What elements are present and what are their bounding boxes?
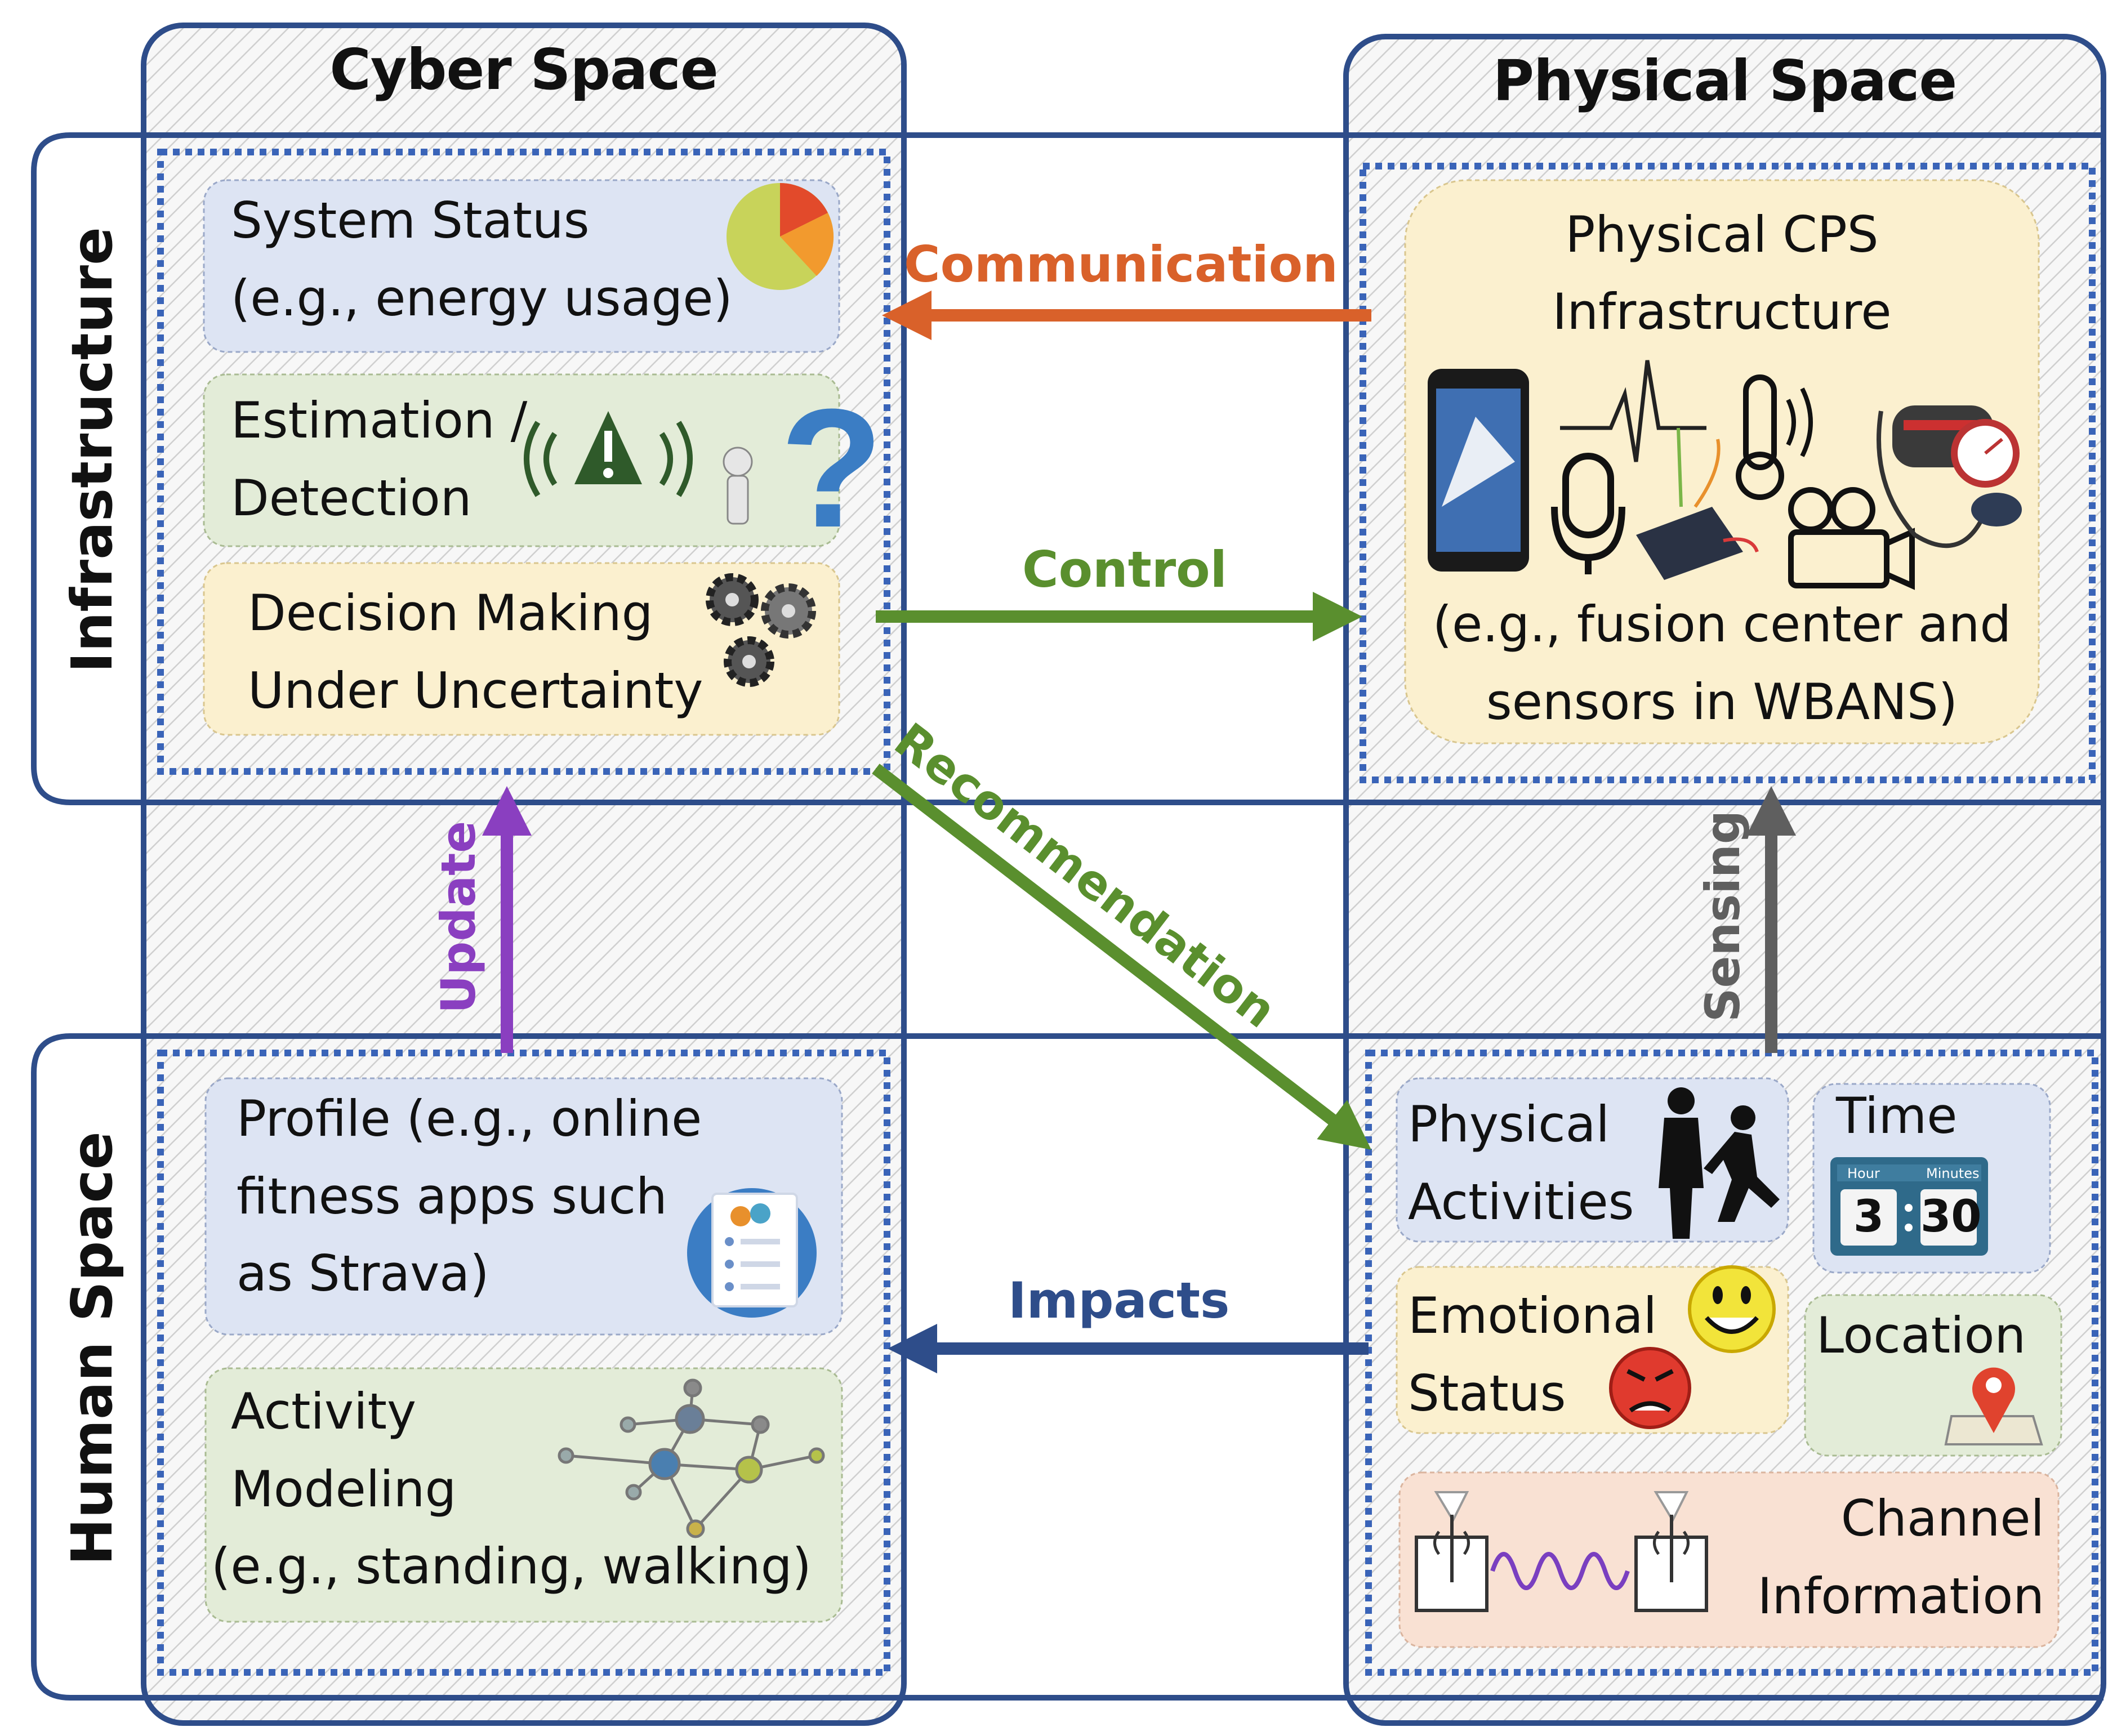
channel-information-box [1398,1471,2060,1648]
physical-cps-title-line1: Physical CPS [1565,206,1879,264]
profile-line2: fitness apps such [237,1167,667,1225]
map-pin-icon [1944,1367,2043,1445]
cyber-infra-group [157,149,890,775]
sensor-board-icon [1636,427,1759,580]
profile-line3: as Strava) [237,1244,489,1302]
standing-person-icon [1659,1087,1704,1239]
warning-signal-icon [524,411,693,497]
clock-hour-value: 3 [1853,1191,1884,1242]
blood-pressure-icon [1877,405,2022,548]
heartbeat-icon [1560,360,1706,462]
physical-space-title: Physical Space [1492,48,1958,114]
angry-face-icon [1609,1347,1691,1429]
update-label: Update [431,820,486,1014]
smartphone-icon [1428,369,1529,572]
antenna-icon [1415,1491,1488,1612]
human-space-label: Human Space [59,1131,125,1565]
cyber-space-title: Cyber Space [329,37,718,102]
infrastructure-label: Infrastructure [59,227,125,673]
video-camera-icon [1788,487,1915,590]
pie-chart-icon [727,183,834,290]
network-graph-icon [558,1378,825,1538]
gears-icon [706,573,816,687]
clock-minutes-value: 30 [1920,1191,1982,1242]
microphone-icon [1551,453,1625,574]
recommendation-arrow [872,764,1371,1150]
physical-human-group [1365,1050,2098,1676]
channel-line1: Channel [1840,1489,2044,1547]
system-status-box [203,179,840,353]
activity-line2: Modeling [231,1460,457,1518]
physical-infra-group [1360,163,2096,783]
emotional-status-line1: Emotional [1408,1287,1657,1345]
cyber-human-group [157,1050,890,1676]
emotional-status-line2: Status [1408,1364,1566,1422]
estimation-line2: Detection [231,469,472,527]
location-label: Location [1816,1306,2026,1364]
antenna-icon [1634,1491,1708,1612]
profile-line1: Profile (e.g., online [237,1090,702,1148]
physical-activities-line1: Physical [1408,1095,1610,1153]
physical-cps-title-line2: Infrastructure [1552,283,1892,341]
channel-line2: Information [1757,1567,2044,1625]
system-status-title: System Status [231,191,590,249]
profile-document-icon [687,1188,817,1318]
question-figure-icon: ? [723,373,883,563]
activity-line1: Activity [231,1382,417,1440]
physical-activities-line2: Activities [1408,1173,1634,1231]
communication-label: Communication [904,235,1338,293]
time-label: Time [1836,1087,1958,1145]
happy-face-icon [1688,1265,1776,1353]
sensing-label: Sensing [1695,810,1750,1022]
wave-icon [1490,1552,1630,1590]
clock-icon [1830,1157,1988,1256]
decision-line2: Under Uncertainty [248,662,703,720]
impacts-label: Impacts [1008,1271,1230,1329]
physical-cps-example-line2: sensors in WBANS) [1486,673,1958,731]
estimation-box [203,373,840,547]
profile-box [204,1077,843,1336]
svg-text:?: ? [780,373,883,563]
running-person-icon [1704,1105,1780,1222]
clock-minutes-label: Minutes [1926,1166,1980,1181]
human-space-row [31,1033,2103,1701]
infrastructure-row [31,132,2103,805]
thermometer-icon [1736,374,1813,500]
decision-box [203,562,840,736]
estimation-line1: Estimation / [231,391,528,449]
clock-hour-label: Hour [1847,1166,1880,1181]
system-status-example: (e.g., energy usage) [231,269,733,327]
activity-line3: (e.g., standing, walking) [211,1537,812,1595]
decision-line1: Decision Making [248,584,653,642]
physical-cps-box [1404,179,2040,744]
control-label: Control [1022,541,1227,599]
physical-cps-example-line1: (e.g., fusion center and [1432,595,2012,653]
